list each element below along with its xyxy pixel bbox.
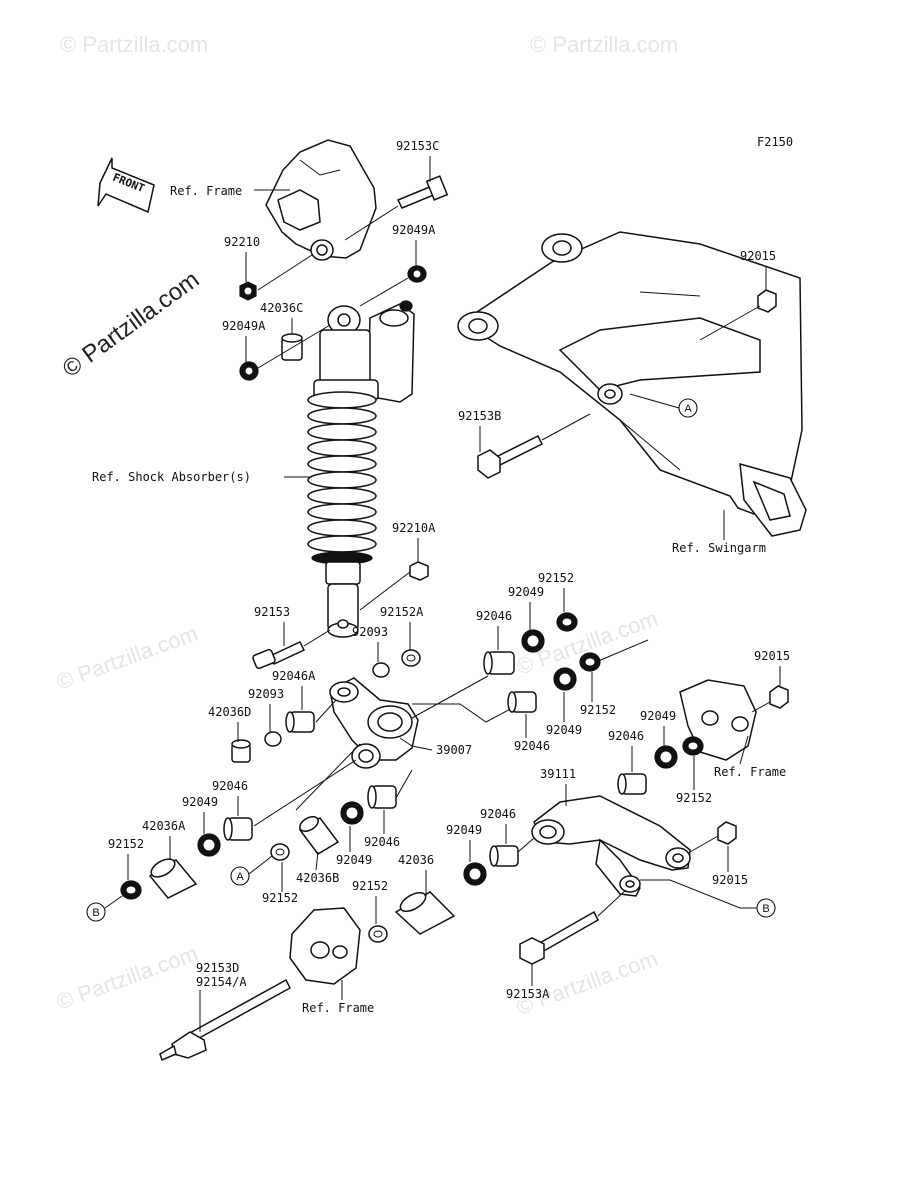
part-label-92153a: 92153A [506, 987, 550, 1001]
ref-circle-b-right-label: B [762, 903, 769, 915]
ref-circle-a-bottom [230, 866, 250, 886]
part-label-92046a: 92046A [272, 669, 316, 683]
part-label-92152-top: 92152 [538, 571, 574, 585]
watermark-main: © Partzilla.com [58, 266, 205, 383]
part-label-92153c: 92153C [396, 139, 439, 153]
part-label-39111: 39111 [540, 767, 576, 781]
part-label-92046-f: 92046 [212, 779, 248, 793]
rocker-39007 [329, 677, 419, 769]
part-label-92015-right: 92015 [754, 649, 790, 663]
collar-42036 [394, 891, 456, 935]
part-label-92153: 92153 [254, 605, 290, 619]
collar-42036d [231, 739, 251, 763]
bearing-92046-c [617, 773, 647, 795]
part-label-42036c: 42036C [260, 301, 303, 315]
part-label-42036a: 42036A [142, 819, 186, 833]
part-label-42036: 42036 [398, 853, 434, 867]
ref-swingarm-label: Ref. Swingarm [672, 541, 766, 555]
ref-frame-right-label: Ref. Frame [714, 765, 786, 779]
bolt-92153c [396, 175, 449, 209]
part-label-92049a-top: 92049A [392, 223, 436, 237]
bearing-92046-d [489, 845, 519, 867]
part-label-92152-e: 92152 [262, 891, 298, 905]
watermark: © Partzilla.com [53, 621, 201, 695]
ref-circle-a-bottom-label: A [236, 871, 244, 883]
part-label-92046-a: 92046 [476, 609, 512, 623]
part-label-92210a: 92210A [392, 521, 436, 535]
shaft-92153d [159, 978, 291, 1062]
part-label-92049-d: 92049 [446, 823, 482, 837]
part-label-92152-d: 92152 [108, 837, 144, 851]
part-label-92046-d: 92046 [480, 807, 516, 821]
part-label-42036d: 42036D [208, 705, 251, 719]
part-label-92046-e: 92046 [364, 835, 400, 849]
ref-circle-b-left-label: B [92, 907, 99, 919]
front-arrow-icon: FRONT [97, 157, 155, 214]
part-label-92046-c: 92046 [608, 729, 644, 743]
nut-92015-right [769, 685, 789, 709]
part-label-92152a: 92152A [380, 605, 424, 619]
part-label-92049-b: 92049 [546, 723, 582, 737]
part-label-92093-a: 92093 [352, 625, 388, 639]
part-label-92153b: 92153B [458, 409, 501, 423]
part-label-92152-c: 92152 [676, 791, 712, 805]
part-label-92049-e: 92049 [336, 853, 372, 867]
bearing-92046a [285, 711, 315, 733]
bearing-92046-f [223, 817, 253, 841]
link-39111 [531, 795, 691, 897]
part-label-92015-top: 92015 [740, 249, 776, 263]
watermark: © Partzilla.com [53, 941, 201, 1015]
part-label-42036b: 42036B [296, 871, 339, 885]
collar-42036c [281, 333, 303, 361]
ref-shock-label: Ref. Shock Absorber(s) [92, 470, 251, 484]
bearing-92046-a [483, 651, 515, 675]
nut-92210a [409, 561, 429, 581]
bearing-92046-b [507, 691, 537, 713]
part-label-92152-b: 92152 [580, 703, 616, 717]
ref-frame-bottom-label: Ref. Frame [302, 1001, 374, 1015]
watermark: © Partzilla.com [530, 32, 678, 57]
part-label-39007: 39007 [436, 743, 472, 757]
nut-92015-bottom [717, 821, 737, 845]
part-label-92153d: 92153D [196, 961, 239, 975]
bearing-92046-e [367, 785, 397, 809]
part-label-92046-b: 92046 [514, 739, 550, 753]
part-label-92049-c: 92049 [640, 709, 676, 723]
part-label-92049a-left: 92049A [222, 319, 266, 333]
shock-absorber [307, 300, 415, 638]
part-label-92015-bottom: 92015 [712, 873, 748, 887]
nut-92015-top [757, 289, 777, 313]
frame-bottom-bracket [289, 907, 361, 985]
part-label-92154a: 92154/A [196, 975, 247, 989]
part-label-92210: 92210 [224, 235, 260, 249]
part-label-92049-f: 92049 [182, 795, 218, 809]
part-label-92152-f: 92152 [352, 879, 388, 893]
bolt-92153a [519, 910, 599, 965]
part-label-92049-a: 92049 [508, 585, 544, 599]
swingarm [457, 231, 807, 537]
ref-frame-top-label: Ref. Frame [170, 184, 242, 198]
collar-42036b [298, 816, 340, 855]
ref-circle-b-left [86, 902, 106, 922]
part-label-92093-b: 92093 [248, 687, 284, 701]
bolt-92153 [252, 641, 306, 670]
watermark: © Partzilla.com [60, 32, 208, 57]
collar-42036a [148, 858, 198, 899]
frame-top-bracket [265, 139, 377, 261]
spacer-92093-b [264, 731, 282, 747]
figure-code: F2150 [757, 135, 793, 149]
bolt-92153b [477, 434, 544, 479]
ref-circle-a-top-label: A [684, 403, 692, 415]
spacer-92093-a [372, 662, 390, 678]
